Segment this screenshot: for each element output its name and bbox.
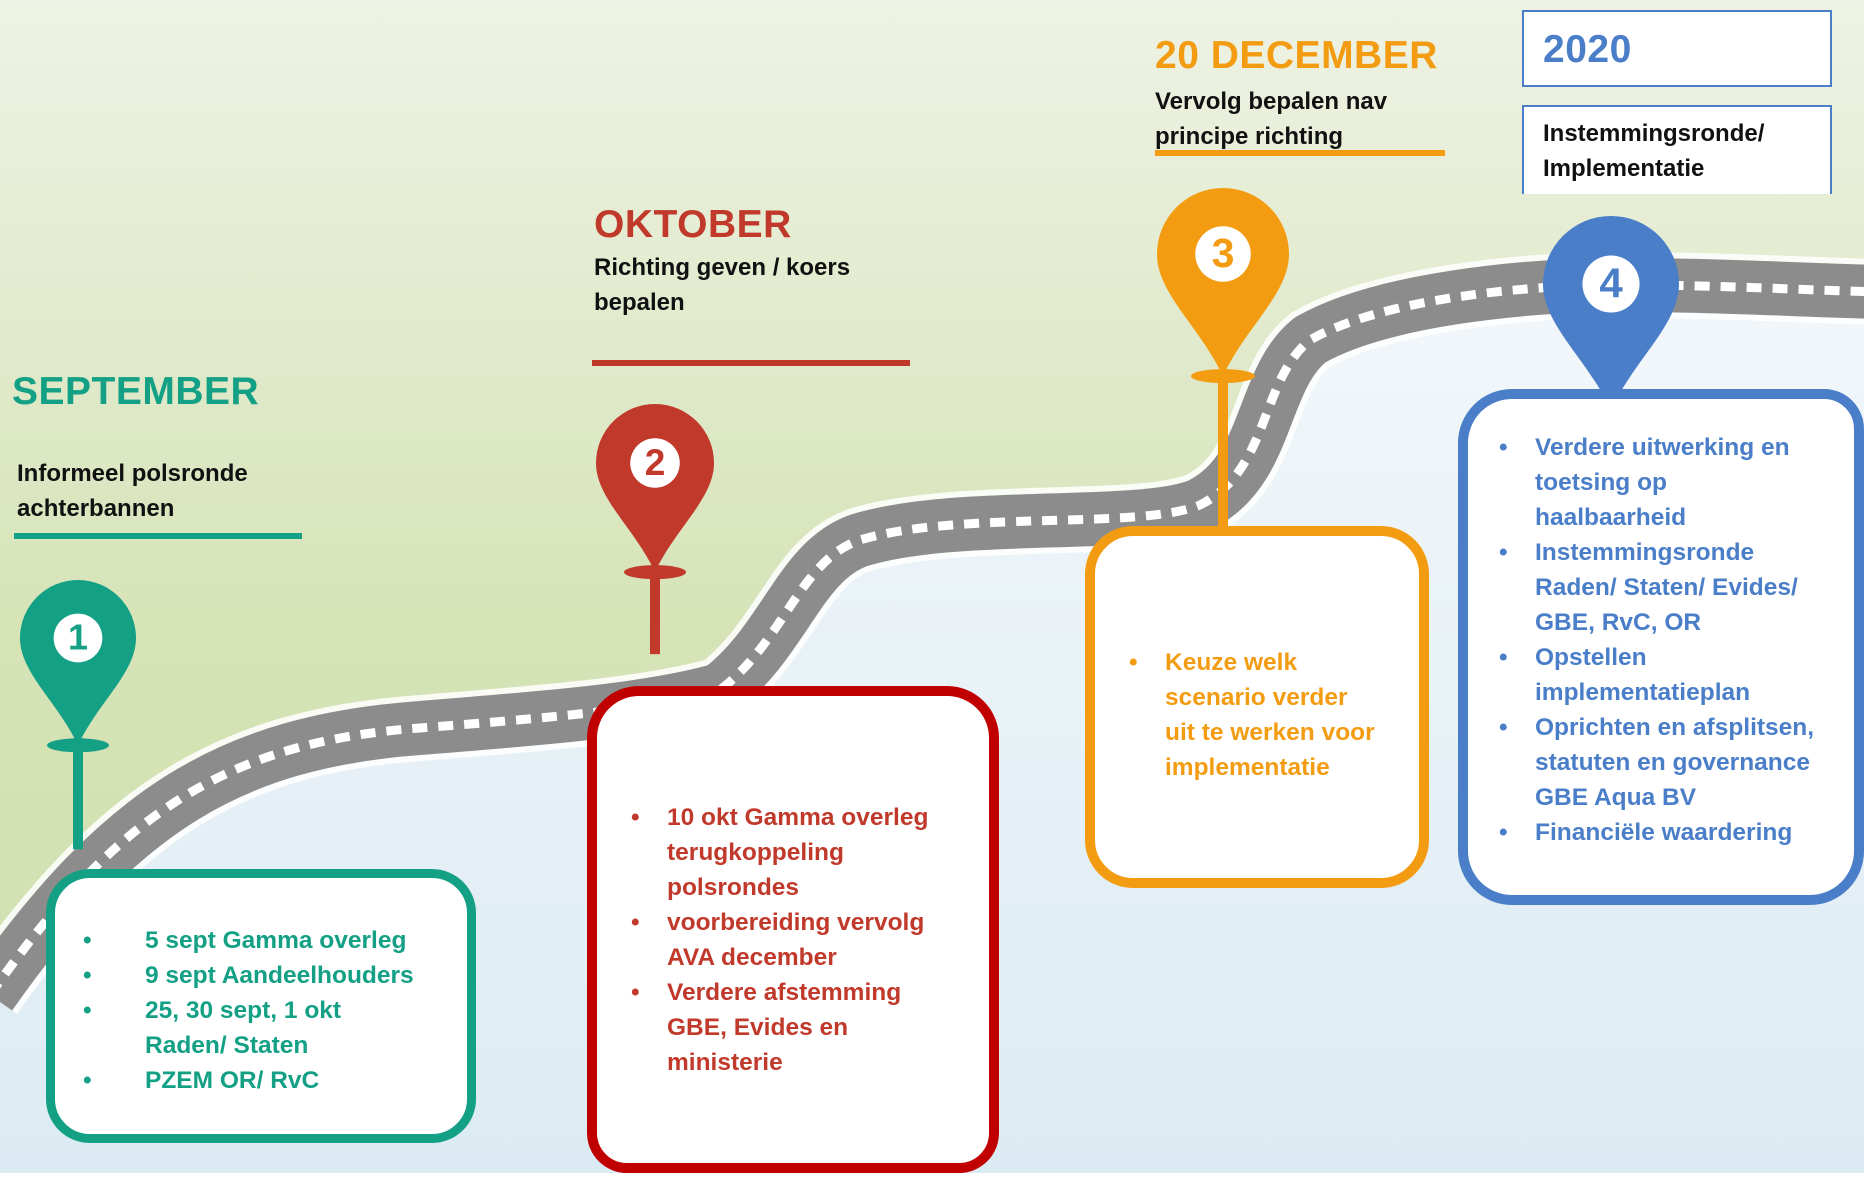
list-item: •9 sept Aandeelhouders bbox=[83, 962, 414, 989]
milestone-2-pin: 2 bbox=[596, 404, 714, 655]
milestone-3-underline bbox=[1155, 150, 1445, 156]
pin-stem bbox=[73, 745, 83, 850]
milestone-1-box: •5 sept Gamma overleg •9 sept Aandeelhou… bbox=[46, 869, 476, 1143]
list-item: •Financiële waardering bbox=[1499, 819, 1793, 846]
map-pin-icon bbox=[20, 580, 136, 746]
milestone-1-title: SEPTEMBER bbox=[12, 370, 260, 413]
list-item: •PZEM OR/ RvC bbox=[83, 1067, 320, 1094]
road-markings bbox=[0, 280, 1864, 989]
milestone-1-subtitle-line-2: achterbannen bbox=[17, 495, 175, 522]
map-pin-icon bbox=[1543, 216, 1679, 410]
milestone-4-subtitle-line-2: Implementatie bbox=[1543, 155, 1705, 182]
milestone-1-subtitle-line-1: Informeel polsronde bbox=[17, 460, 248, 487]
pin-number-circle bbox=[53, 613, 103, 663]
pin-number: 3 bbox=[1212, 230, 1235, 276]
map-pin-icon bbox=[1157, 188, 1289, 377]
pin-number: 2 bbox=[645, 442, 666, 483]
pin-stem bbox=[1218, 376, 1228, 550]
pin-number: 4 bbox=[1599, 260, 1623, 307]
phase-box bbox=[1522, 105, 1832, 194]
milestone-2-underline bbox=[592, 360, 910, 366]
milestone-2-subtitle-line-1: Richting geven / koers bbox=[594, 254, 851, 281]
milestone-3-pin: 3 bbox=[1157, 188, 1289, 550]
milestone-2-subtitle-line-2: bepalen bbox=[594, 289, 685, 316]
milestone-3-subtitle-line-2: principe richting bbox=[1155, 123, 1344, 150]
milestone-1-list: •5 sept Gamma overleg •9 sept Aandeelhou… bbox=[83, 923, 414, 1098]
milestone-1-underline bbox=[14, 533, 302, 539]
pin-number-circle bbox=[630, 438, 680, 488]
list-item: •5 sept Gamma overleg bbox=[83, 927, 407, 954]
pin-number-circle bbox=[1195, 226, 1251, 282]
milestone-2-title: OKTOBER bbox=[594, 203, 792, 246]
milestone-4-subtitle-line-1: Instemmingsronde/ bbox=[1543, 120, 1765, 147]
list-item: •Oprichten en afsplitsen,statuten en gov… bbox=[1499, 714, 1815, 811]
milestone-4-pin: 4 bbox=[1543, 216, 1679, 410]
milestone-3-subtitle-line-1: Vervolg bepalen nav bbox=[1155, 88, 1388, 115]
map-pin-icon bbox=[596, 404, 714, 573]
milestone-4-title: 2020 bbox=[1543, 28, 1632, 71]
year-box bbox=[1522, 10, 1832, 87]
milestone-1-pin: 1 bbox=[20, 580, 136, 850]
milestone-3-title: 20 DECEMBER bbox=[1155, 34, 1438, 77]
pin-number: 1 bbox=[68, 617, 88, 658]
pin-number-circle bbox=[1582, 255, 1640, 313]
pin-stem bbox=[650, 572, 660, 655]
